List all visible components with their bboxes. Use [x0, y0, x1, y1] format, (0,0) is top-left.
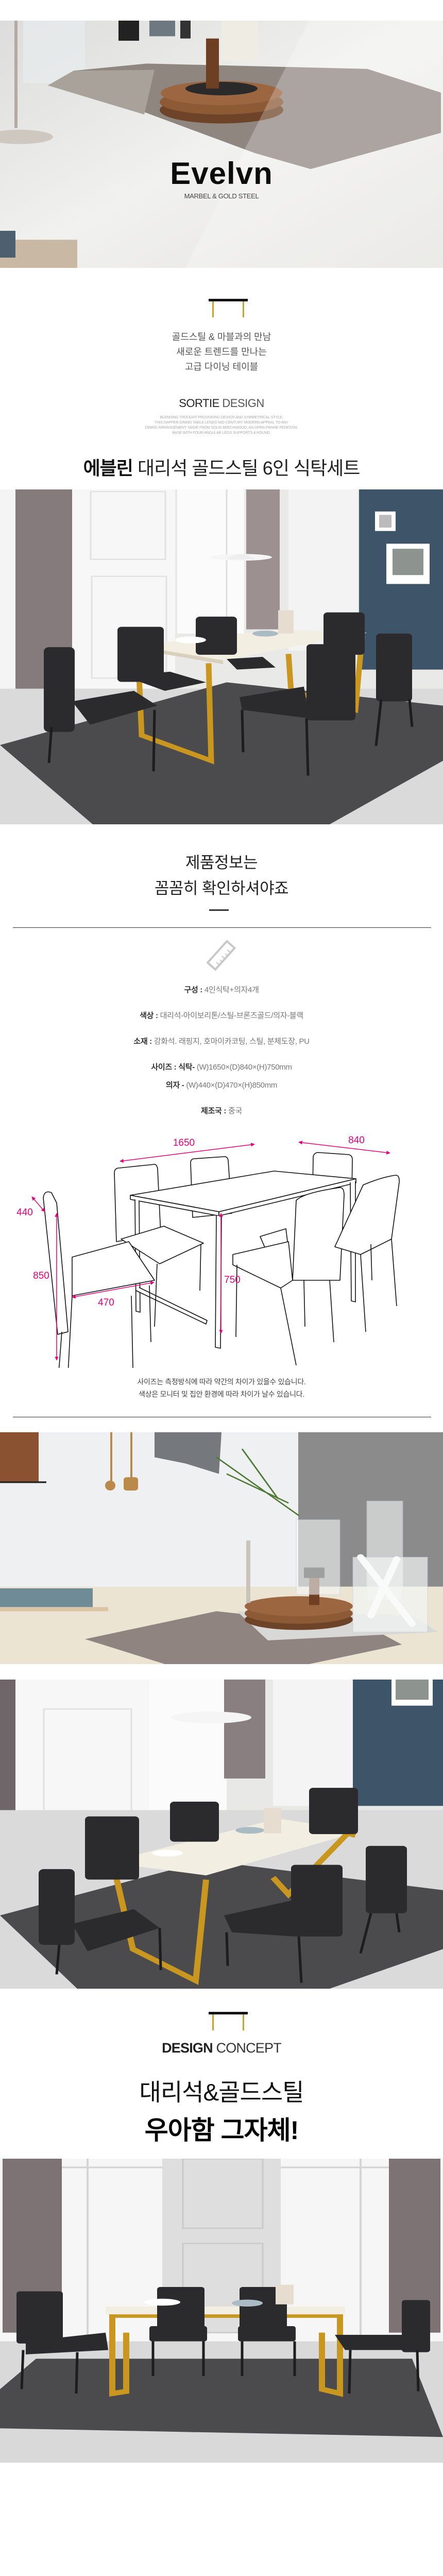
spec-value: (W)1650×(D)840×(H)750mm: [196, 1063, 292, 1072]
table-icon: [209, 299, 248, 318]
chair-outline: [334, 1175, 400, 1255]
design-concept-heading: DESIGN CONCEPT: [0, 2040, 443, 2056]
heading-dash: [209, 909, 229, 911]
chair-width-arrow: [31, 1196, 45, 1212]
description-line: BASE WITH FOUR ANGULAR LEGS SUPPORTS A R…: [172, 430, 271, 435]
spec-value: 강화석. 래핑지, 호마이카코팅, 스틸, 분체도장, PU: [154, 1037, 310, 1046]
concept-headline-1: 대리석&골드스틸: [139, 2079, 304, 2106]
spec-value: (W)440×(D)470×(H)850mm: [186, 1081, 278, 1090]
dining-room-image: [0, 489, 443, 824]
table-width-label: 1650: [173, 1138, 195, 1148]
chair-outline: [292, 1187, 345, 1281]
concept-light: CONCEPT: [216, 2040, 282, 2056]
sortie-description: BLENDING THOUGHT-PROVOKING DESIGN AND SY…: [0, 415, 443, 435]
concept-bold: DESIGN: [162, 2040, 213, 2056]
spec-value: 대리석-아이보리톤/스틸-브론즈골드/의자-블랙: [160, 1011, 304, 1020]
spec-size-chair: 의자 - (W)440×(D)470×(H)850mm: [0, 1079, 443, 1090]
spec-sublabel: 의자 -: [165, 1081, 184, 1090]
spec-label: 소재 :: [133, 1037, 152, 1046]
sortie-design-heading: SORTIE DESIGN: [0, 397, 443, 410]
intro-line: 골드스틸 & 마블과의 만남: [172, 332, 271, 342]
note-line: 사이즈는 측정방식에 따라 약간의 차이가 있을수 있습니다.: [137, 1378, 306, 1386]
note-line: 색상은 모니터 및 집안 환경에 따라 차이가 날수 있습니다.: [139, 1390, 304, 1398]
info-heading-line: 제품정보는: [185, 854, 258, 872]
hero-tagline: MARBEL & GOLD STEEL: [184, 192, 259, 200]
spec-origin: 제조국 : 중국: [0, 1105, 443, 1116]
intro-copy: 골드스틸 & 마블과의 만남 새로운 트렌드를 만나는 고급 다이닝 테이블: [0, 330, 443, 375]
chair-depth-label: 470: [98, 1297, 114, 1308]
sortie-bold: SORTIE: [179, 397, 219, 410]
product-info-heading: 제품정보는 꼼꼼히 확인하셔야죠: [0, 850, 443, 902]
table-depth-label: 840: [348, 1135, 365, 1146]
product-subtitle: 대리석 골드스틸 6인 식탁세트: [137, 457, 360, 479]
table-icon: [209, 2012, 248, 2031]
spec-label: 구성 :: [184, 986, 203, 994]
description-line: BLENDING THOUGHT-PROVOKING DESIGN AND SY…: [160, 415, 283, 419]
spec-size-table: 사이즈 : 식탁- (W)1650×(D)840×(H)750mm: [0, 1061, 443, 1072]
chair-seat: [121, 1226, 204, 1264]
size-color-notes: 사이즈는 측정방식에 따라 약간의 차이가 있을수 있습니다. 색상은 모니터 …: [0, 1376, 443, 1400]
dining-set-photo-2: [0, 1680, 443, 1989]
ruler-icon: [206, 938, 237, 974]
hero-still-life-image: [0, 21, 443, 268]
spec-label: 사이즈 :: [151, 1063, 177, 1072]
chair-outline: [43, 1191, 69, 1335]
hero-brand-name: Evelvn: [170, 156, 273, 191]
spec-material: 소재 : 강화석. 래핑지, 호마이카코팅, 스틸, 분체도장, PU: [0, 1036, 443, 1046]
dimension-diagram: 1650 840 440 850 750 470: [0, 1126, 443, 1368]
spec-value: 중국: [228, 1107, 242, 1115]
chair-height-label: 850: [33, 1270, 49, 1281]
description-line: THIS DAPPER DINING TABLE LENDS MID-CENTU…: [154, 420, 289, 425]
spec-label: 제조국 :: [201, 1107, 227, 1115]
table-width-arrow: [120, 1143, 255, 1163]
spec-label: 색상 :: [140, 1011, 158, 1020]
table-depth-arrow: [298, 1141, 390, 1155]
spec-color: 색상 : 대리석-아이보리톤/스틸-브론즈골드/의자-블랙: [0, 1010, 443, 1021]
spec-sublabel: 식탁-: [178, 1063, 195, 1072]
info-heading-line: 꼼꼼히 확인하셔야죠: [154, 879, 289, 897]
chair-depth-arrow: [72, 1281, 155, 1299]
hero-photo: Evelvn MARBEL & GOLD STEEL: [0, 21, 443, 268]
description-line: DINING ARRANGEMENT. MADE FROM SOLID BEEC…: [145, 425, 298, 430]
table-detail-photo: [0, 1432, 443, 1664]
product-title: 에블린 대리석 골드스틸 6인 식탁세트: [0, 453, 443, 480]
chair-width-label: 440: [16, 1207, 33, 1218]
section-divider: [13, 927, 431, 928]
concept-headline-2: 우아함 그자체!: [144, 2116, 299, 2145]
table-height-label: 750: [224, 1275, 241, 1285]
dining-set-photo-1: [0, 489, 443, 824]
dining-set-photo-3: [0, 2159, 443, 2463]
intro-line: 새로운 트렌드를 만나는: [176, 347, 267, 357]
chair-seat: [232, 1241, 293, 1289]
intro-line: 고급 다이닝 테이블: [184, 362, 259, 372]
sortie-light: DESIGN: [222, 397, 264, 410]
dining-room-image: [0, 2159, 443, 2463]
still-life-image: [0, 1432, 443, 1664]
spec-composition: 구성 : 4인식탁+의자4개: [0, 984, 443, 995]
spec-value: 4인식탁+의자4개: [204, 986, 259, 994]
product-name: 에블린: [83, 457, 133, 479]
dining-room-image: [0, 1680, 443, 1989]
